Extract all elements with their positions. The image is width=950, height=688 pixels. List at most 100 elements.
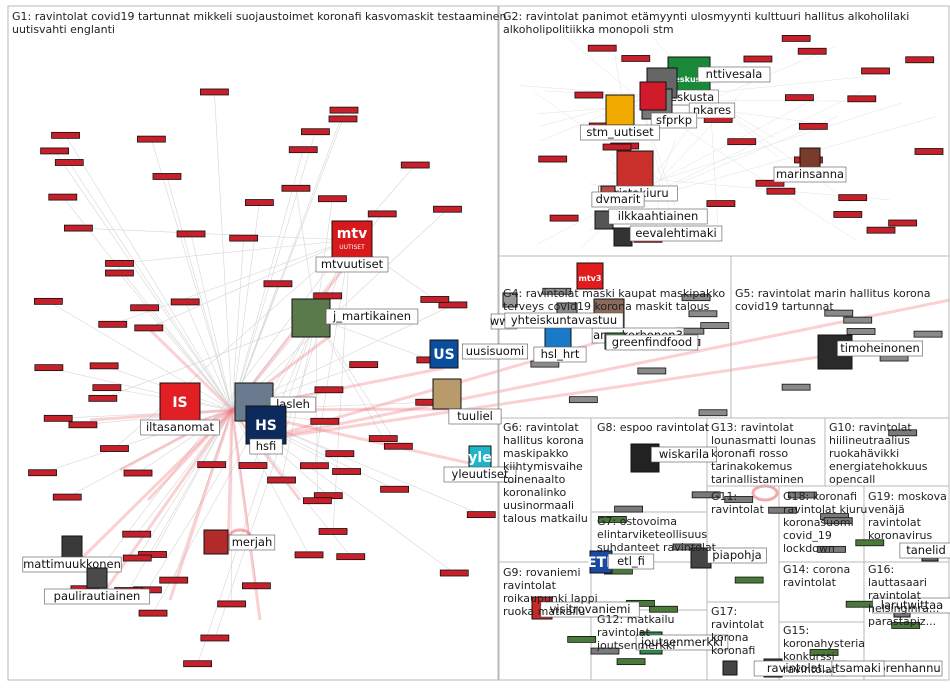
group-label-g10-line2: hiilineutraalius (829, 434, 910, 447)
vertex-timoheinonen[interactable]: timoheinonen (817, 334, 923, 370)
vertex-label: tanelid (906, 543, 946, 557)
group-box-g19 (863, 485, 950, 563)
group-label-g18-line4: covid_19 (783, 529, 832, 542)
group-label-g18-line5: lockdown (783, 542, 835, 555)
vertex-label: stm_uutiset (586, 125, 654, 139)
edge (709, 45, 837, 101)
vertex-label-box (773, 166, 847, 183)
vertex-tanelid[interactable]: tanelid (899, 542, 950, 562)
vertex-wiskarila[interactable]: wiskarila (630, 443, 717, 473)
vertex-label: timoheinonen (840, 341, 919, 355)
edge-bundle (226, 409, 234, 555)
minor-vertex (433, 205, 462, 213)
vertex-label-box (461, 343, 528, 360)
vertex-label-box (315, 256, 389, 273)
vertex-dvmarit[interactable]: dvmarit (591, 185, 645, 208)
edge (151, 139, 233, 411)
vertex-yhteiskuntavastuu[interactable]: yhteiskuntavastuu (504, 302, 624, 329)
group-label-g16-line3: ravintolat (868, 589, 922, 602)
vertex-image (576, 262, 604, 290)
edge (659, 102, 902, 181)
vertex-merjah[interactable]: merjah (203, 529, 276, 555)
vertex-greenfindfood[interactable]: greenfindfood (604, 332, 699, 351)
minor-vertex (781, 35, 811, 42)
vertex-label: yleuutiset (452, 467, 509, 481)
vertex-joutsenmerkki[interactable]: joutsenmerkki (635, 631, 729, 655)
group-label-g5-line2: covid19 tartunnat (735, 300, 834, 313)
minor-vertex (888, 219, 918, 227)
vertex-marinsanna[interactable]: marinsanna (773, 147, 847, 183)
minor-vertex (34, 364, 64, 372)
minor-vertex (538, 155, 568, 163)
vertex-label-box (872, 597, 950, 614)
vertex-label-box (697, 66, 771, 83)
vertex-image (203, 529, 229, 555)
vertex-label-box (688, 102, 736, 119)
group-label-g19-line2: venäjä (868, 503, 905, 516)
vertex-stm-uutiset[interactable]: stm_uutiset (580, 94, 660, 141)
edge (152, 317, 317, 614)
minor-vertex (318, 195, 347, 203)
vertex-ravintolat-tag[interactable]: ravintolat... (722, 660, 847, 677)
vertex-image (639, 81, 667, 111)
vertex-paulirautiainen[interactable]: paulirautiainen (44, 567, 150, 605)
group-label-g6-line7: uusinormaali (503, 499, 574, 512)
vertex-visitrovaniemi[interactable]: visitrovaniemi (531, 596, 640, 620)
minor-vertex (123, 469, 153, 477)
vertex-j-martikainen[interactable]: j_martikainen (291, 298, 419, 338)
minor-vertex (724, 496, 754, 503)
minor-vertex (105, 259, 134, 267)
minor-vertex (567, 635, 597, 643)
edge (231, 118, 344, 411)
vertex-larutwittaa[interactable]: larutwittaa (872, 597, 950, 618)
edge-bundle (230, 409, 302, 501)
group-label-g7-line3: suhdanteet ravintolat (597, 541, 717, 554)
group-label-g16-line4: helsinginra... (868, 602, 939, 615)
minor-vertex (542, 287, 572, 295)
group-label-g6-line4: kiihtymisvaihe (503, 460, 583, 473)
vertex-ilkkaahtiainen[interactable]: ilkkaahtiainen (594, 208, 708, 230)
vertex-image (291, 298, 331, 338)
edge (166, 176, 233, 411)
group-label-g5: G5: ravintolat marin hallitus korona (735, 287, 931, 300)
vertex-label: sfprkp (656, 113, 692, 127)
group-label-g12-line2: ravintolat (597, 626, 651, 639)
group-label-g15-line2: koronahysteria (783, 637, 865, 650)
vertex-sfprkp[interactable]: sfprkp (639, 81, 698, 129)
group-label-g9-line4: ruoka matkailu (503, 605, 585, 618)
vertex-label: visitrovaniemi (549, 602, 630, 616)
vertex-tsamaki[interactable]: tsamaki (831, 660, 885, 677)
vertex-mtv3[interactable]: mtv3 (576, 262, 604, 290)
minor-vertex (614, 505, 643, 513)
minor-vertex (288, 146, 318, 154)
vertex-image (245, 405, 287, 445)
vertex-label-box (650, 446, 717, 463)
group-label-g6-line2: hallitus korona (503, 434, 584, 447)
edge (315, 317, 399, 447)
minor-vertex (781, 383, 811, 391)
edge-loop (751, 484, 779, 502)
vertex-tuuliel[interactable]: tuuliel (432, 378, 502, 425)
vertex-hsl-hrt[interactable]: hsl_hrt (533, 321, 587, 363)
minor-vertex (313, 292, 343, 300)
minor-vertex (785, 94, 814, 102)
minor-vertex (766, 187, 796, 195)
vertex-piapohja[interactable]: piapohja (690, 547, 767, 569)
vertex-mattimuukkonen[interactable]: mattimuukkonen (22, 535, 122, 573)
group-label-g10-line5: opencall (829, 473, 875, 486)
minor-vertex (332, 468, 361, 475)
vertex-eevalehtimaki[interactable]: eevalehtimaki (613, 225, 723, 247)
vertex-label: uusisuomi (466, 344, 524, 358)
minor-vertex (100, 445, 129, 452)
group-label-g17: G17: (711, 605, 737, 618)
vertex-borenhannu[interactable]: borenhannu (763, 658, 943, 678)
minor-vertex (891, 622, 921, 629)
minor-vertex (52, 493, 82, 501)
